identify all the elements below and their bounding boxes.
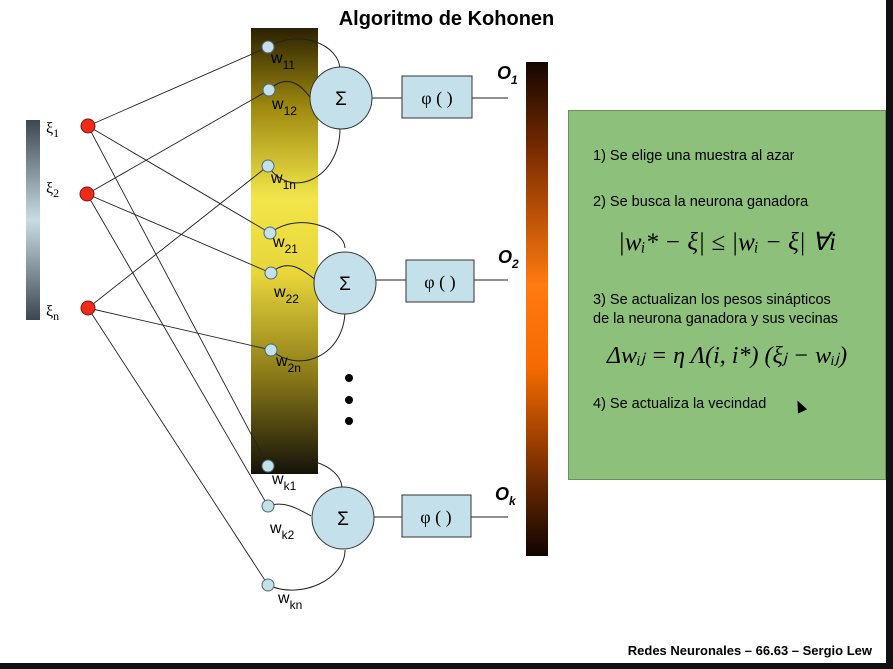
- activation-label-1: φ ( ): [421, 88, 452, 109]
- weight-label-2n: w2n: [275, 353, 301, 375]
- sum-node-1: [309, 66, 373, 130]
- weight-node-k2: [261, 499, 275, 513]
- step-3-line-1: 3) Se actualizan los pesos sinápticos: [593, 292, 831, 308]
- slide-footer: Redes Neuronales – 66.63 – Sergio Lew: [627, 643, 872, 658]
- weight-node-12: [262, 83, 276, 97]
- weight-label-k1: wk1: [271, 471, 297, 493]
- output-label-k: Ok: [495, 484, 517, 508]
- ellipsis-dot: [345, 396, 353, 404]
- weight-label-12: w12: [271, 96, 297, 118]
- step-3-line-2: de la neurona ganadora y sus vecinas: [593, 311, 839, 327]
- weight-label-11: w11: [270, 50, 295, 72]
- weight-node-21: [263, 226, 277, 240]
- output-label-1: O1: [497, 63, 518, 87]
- weight-label-kn: wkn: [277, 590, 302, 612]
- activation-box-1: [401, 75, 473, 119]
- ellipsis-dot: [345, 417, 353, 425]
- activation-box-k: [401, 494, 472, 538]
- step-1: 1) Se elige una muestra al azar: [593, 148, 795, 164]
- slide-title: Algoritmo de Kohonen: [338, 8, 555, 30]
- activation-label-2: φ ( ): [424, 272, 455, 293]
- winner-equation: |wᵢ* − ξ| ≤ |wᵢ − ξ| ∀i: [618, 229, 836, 256]
- input-label-n: ξn: [46, 303, 59, 323]
- input-connections: [86, 46, 272, 586]
- sum-symbol-2: Σ: [339, 274, 351, 295]
- weight-node-1n: [261, 159, 275, 173]
- weight-node-11: [261, 40, 275, 54]
- weight-node-k1: [261, 459, 275, 473]
- activation-box-2: [405, 259, 475, 303]
- weight-label-1n: w1n: [270, 170, 296, 192]
- activation-label-k: φ ( ): [420, 507, 451, 528]
- weight-sum-curves: [267, 38, 346, 591]
- input-bar: [26, 120, 40, 320]
- input-label-1: ξ1: [46, 120, 59, 140]
- output-bar: [526, 62, 548, 556]
- weight-node-kn: [261, 578, 275, 592]
- steps-panel: 1) Se elige una muestra al azar 2) Se bu…: [568, 110, 886, 480]
- input-node-n: [80, 300, 96, 316]
- output-labels: O1 O2 Ok: [495, 63, 519, 508]
- input-node-2: [79, 186, 95, 202]
- ellipsis-dot: [345, 374, 353, 382]
- weight-label-21: w21: [272, 234, 298, 256]
- step-2: 2) Se busca la neurona ganadora: [593, 194, 809, 210]
- output-label-2: O2: [498, 247, 519, 271]
- input-label-2: ξ2: [46, 180, 59, 200]
- weight-node-22: [264, 266, 278, 280]
- weights-bar: [251, 28, 318, 474]
- weight-labels: w11 w12 w1n w21 w22 w2n wk1 wk2 wkn: [269, 50, 302, 612]
- weight-nodes: [261, 40, 278, 592]
- sum-symbol-k: Σ: [337, 509, 349, 530]
- input-nodes: [79, 118, 96, 316]
- update-equation: Δwᵢⱼ = η Λ(i, i*) (ξⱼ − wᵢⱼ): [606, 343, 848, 369]
- step-4: 4) Se actualiza la vecindad: [593, 396, 767, 412]
- sum-symbol-1: Σ: [335, 89, 347, 110]
- weight-label-22: w22: [273, 284, 299, 306]
- weight-node-2n: [264, 343, 278, 357]
- sum-node-2: [313, 251, 377, 315]
- sum-node-k: [311, 486, 375, 550]
- input-node-1: [80, 118, 96, 134]
- output-lines: [372, 97, 508, 518]
- weight-label-k2: wk2: [269, 520, 295, 542]
